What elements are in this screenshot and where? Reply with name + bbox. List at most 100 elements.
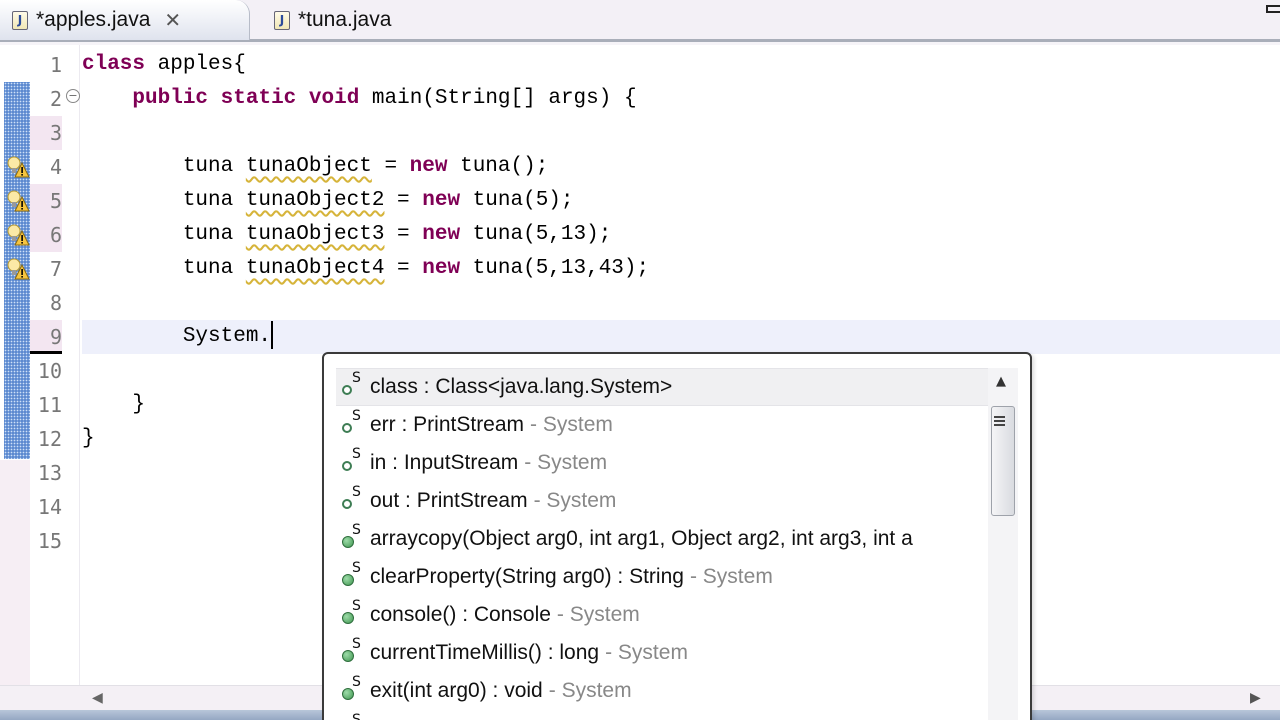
line-number: 10 [37,359,62,383]
code-token: tuna(5,13); [460,223,612,246]
text-caret [271,321,274,350]
line-number: 11 [37,393,62,417]
close-icon[interactable]: ✕ [164,8,182,32]
proposal-label: currentTimeMillis() : long [370,641,600,664]
code-token: } [82,427,95,450]
code-line[interactable]: class apples{ [82,48,1280,82]
code-line[interactable] [82,286,1280,320]
line-number: 13 [37,461,62,485]
minimize-icon[interactable] [1266,5,1280,13]
code-token: tuna(5,13,43); [460,257,650,280]
fold-collapse-icon[interactable]: − [66,89,80,103]
tab-apples-java[interactable]: J *apples.java ✕ [0,0,250,40]
static-method-icon: S [352,712,361,720]
java-file-icon: J [12,10,28,30]
static-field-icon: S [342,484,368,516]
quick-diff-bar [4,82,30,459]
line-number: 5 [30,184,62,218]
proposal-qualifier: - System [524,451,608,474]
proposal-qualifier: - System [689,565,773,588]
code-token: tuna [82,155,246,178]
code-line[interactable] [82,116,1280,150]
code-token: tuna [82,189,246,212]
keyword-token: new [422,189,461,212]
code-token: System. [82,325,272,348]
unused-variable-token: tunaObject2 [245,189,385,212]
proposal-qualifier: - System [605,641,688,664]
quick-fix-warning-icon[interactable] [6,257,30,281]
static-field-icon: S [342,446,368,478]
code-line[interactable]: } [82,388,1280,422]
tab-tuna-java[interactable]: J *tuna.java [262,0,462,40]
line-number: 9 [30,320,62,354]
code-token [82,87,132,110]
keyword-token: new [422,223,461,246]
code-token [208,87,221,110]
code-line[interactable]: System. [82,320,1280,354]
line-number: 2 [49,87,62,111]
static-field-icon: S [342,370,368,402]
unused-variable-token: tunaObject3 [245,223,385,246]
keyword-token: static [220,87,297,110]
quick-fix-warning-icon[interactable] [6,223,30,247]
line-number: 15 [37,529,62,553]
line-number: 8 [49,291,62,315]
scroll-left-icon[interactable]: ◀ [92,690,103,706]
static-method-icon: S [342,598,368,630]
keyword-token: void [308,87,360,110]
code-line[interactable]: public static void main(String[] args) { [82,82,1280,116]
static-method-icon: S [342,560,368,592]
annotation-ruler [0,45,30,685]
line-number: 4 [49,155,62,179]
code-token: } [82,393,146,416]
code-token: = [384,189,423,212]
code-token: tuna [82,223,246,246]
code-token: tuna [82,257,246,280]
static-method-icon: S [342,522,368,554]
proposal-item[interactable]: S [336,710,996,720]
proposal-label: clearProperty(String arg0) : String [370,565,684,588]
code-line[interactable]: tuna tunaObject4 = new tuna(5,13,43); [82,252,1280,286]
unused-variable-token: tunaObject [245,155,372,178]
proposal-label: in : InputStream [370,451,519,474]
quick-fix-warning-icon[interactable] [6,189,30,213]
keyword-token: new [409,155,448,178]
line-number: 3 [30,116,62,150]
scroll-up-icon[interactable]: ▲ [996,374,1006,389]
keyword-token: public [132,87,209,110]
scroll-right-icon[interactable]: ▶ [1250,690,1261,706]
proposal-qualifier: - System [530,413,613,436]
static-method-icon: S [342,674,368,706]
proposal-label: exit(int arg0) : void [370,679,543,702]
code-line[interactable]: tuna tunaObject3 = new tuna(5,13); [82,218,1280,252]
code-token: tuna(); [447,155,549,178]
keyword-token: class [82,53,146,76]
static-field-icon: S [342,408,368,440]
java-file-icon: J [274,10,290,30]
proposal-qualifier: - System [556,603,640,626]
proposal-qualifier: - System [533,489,617,512]
tab-label: *apples.java [36,8,151,31]
quick-fix-warning-icon[interactable] [6,155,30,179]
code-token: = [384,257,423,280]
code-token [296,87,309,110]
proposal-label: err : PrintStream [370,413,525,436]
code-line[interactable]: tuna tunaObject = new tuna(); [82,150,1280,184]
code-line[interactable]: tuna tunaObject2 = new tuna(5); [82,184,1280,218]
proposal-scrollbar[interactable]: ▲ [988,368,1018,720]
code-line[interactable]: } [82,422,1280,456]
code-token: = [384,223,423,246]
